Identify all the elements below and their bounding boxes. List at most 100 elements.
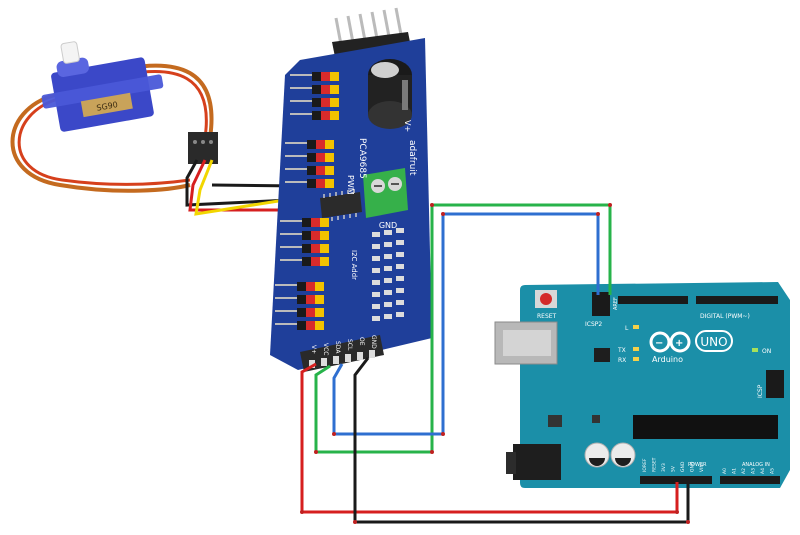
servo-header-pin-red [316, 153, 325, 162]
servo-wire-yellow [194, 159, 311, 216]
smd-resistor [396, 312, 404, 317]
pca-smd-array [372, 228, 404, 321]
servo-header-pin-black [307, 179, 316, 188]
pca-chip-label: PCA9685 [357, 138, 367, 179]
servo-sticker [80, 92, 133, 118]
pca-pin-label: SCL [346, 339, 353, 351]
servo-header-pin-yellow [315, 308, 324, 317]
servo-header-pin-red [316, 140, 325, 149]
arduino-analog-pin-label: A4 [760, 468, 766, 474]
smd-resistor [384, 254, 392, 259]
arduino-power-jack [513, 444, 561, 480]
servo-header-pin-black [307, 153, 316, 162]
smd-resistor [396, 228, 404, 233]
servo-header-pin-black [312, 98, 321, 107]
servo-header-pin-red [311, 218, 320, 227]
pca-servo-headers [275, 72, 339, 330]
pca-pwm-label: PWM [346, 175, 355, 195]
arduino-digital-label: DIGITAL (PWM~) [700, 313, 750, 320]
servo-header-pin-black [312, 85, 321, 94]
arduino-logo-text: Arduino [652, 355, 683, 364]
arduino-icsp2-label: ICSP2 [585, 321, 602, 328]
servo-header-pin-yellow [315, 295, 324, 304]
arduino-digital-header-right [696, 296, 778, 304]
arduino-power-pin-label: IOREF [642, 458, 648, 472]
servo-motor: SG90 [10, 41, 218, 193]
servo-header-pin-red [316, 179, 325, 188]
pca-capacitor [368, 59, 412, 129]
servo-header-pin-black [302, 218, 311, 227]
arduino-analog-label: ANALOG IN [742, 462, 770, 468]
smd-resistor [384, 230, 392, 235]
arduino-icsp-header [766, 370, 784, 398]
servo-header-pin-yellow [320, 231, 329, 240]
servo-header-pin-red [311, 257, 320, 266]
servo-header-pin-red [321, 72, 330, 81]
arduino-analog-header [720, 476, 780, 484]
servo-header-pin-black [312, 111, 321, 120]
arduino-power-pin-label: RESET [652, 457, 658, 472]
smd-resistor [372, 304, 380, 309]
arduino-uno-text: UNO [700, 335, 727, 349]
pca-terminal-block: GND [363, 168, 408, 230]
servo-header-pin-red [321, 98, 330, 107]
smd-resistor [384, 242, 392, 247]
smd-resistor [384, 314, 392, 319]
servo-header-pin-red [311, 231, 320, 240]
pca9685-board: GND PCA9685 adafruit PWM V+ I2C Addr [270, 7, 432, 372]
arduino-rx-label: RX [618, 357, 626, 364]
smd-resistor [396, 300, 404, 305]
servo-header-pin-black [297, 308, 306, 317]
servo-header-pin-black [302, 231, 311, 240]
arduino-power-label: POWER [688, 462, 707, 468]
pca-pin-label: VCC [322, 343, 329, 355]
arduino-power-header [640, 476, 712, 484]
pca-pin-label: GND [370, 335, 377, 349]
servo-header-pin-yellow [320, 257, 329, 266]
servo-label: SG90 [96, 100, 119, 113]
arduino-analog-pin-label: A3 [751, 468, 757, 474]
servo-wire-red [188, 159, 300, 212]
servo-header-pin-yellow [330, 72, 339, 81]
servo-header-pin-yellow [320, 244, 329, 253]
servo-header-pin-red [306, 295, 315, 304]
smd-resistor [372, 280, 380, 285]
arduino-power-pin-label: GND [690, 461, 696, 472]
pca-vplus-label: V+ [403, 120, 412, 132]
servo-wire-black [185, 159, 291, 207]
servo-header-pin-red [311, 244, 320, 253]
arduino-analog-pin-label: A5 [770, 468, 776, 474]
arduino-atmega-chip [633, 415, 778, 439]
smd-resistor [372, 316, 380, 321]
pca-pin-label: V+ [310, 345, 317, 354]
arduino-power-pin-label: GND [680, 461, 686, 472]
connection-wires [300, 203, 690, 524]
servo-header-pin-yellow [330, 111, 339, 120]
servo-header-pin-red [306, 282, 315, 291]
servo-header-pin-yellow [315, 282, 324, 291]
arduino-analog-pin-label: A1 [732, 468, 738, 474]
arduino-uno-board: RESET ICSP2 DIGITAL (PWM~) AREF L TX RX … [494, 282, 790, 488]
servo-header-pin-black [307, 166, 316, 175]
arduino-analog-pin-label: A0 [722, 468, 728, 474]
smd-resistor [384, 290, 392, 295]
smd-resistor [372, 292, 380, 297]
servo-header-pin-black [307, 140, 316, 149]
servo-horn [60, 41, 80, 64]
arduino-aref-label: AREF [613, 297, 619, 310]
servo-header-pin-yellow [325, 153, 334, 162]
servo-header-pin-red [306, 321, 315, 330]
servo-cable-red [17, 97, 191, 186]
arduino-on-label: ON [762, 348, 771, 355]
servo-connector [188, 132, 218, 164]
pca-terminal-label: GND [379, 221, 397, 230]
smd-resistor [396, 288, 404, 293]
arduino-logo: − + Arduino UNO [649, 330, 733, 364]
smd-resistor [372, 256, 380, 261]
pca-brand-label: adafruit [407, 140, 417, 176]
arduino-icsp-label: ICSP [757, 384, 764, 398]
smd-resistor [396, 240, 404, 245]
servo-header-pin-black [297, 295, 306, 304]
